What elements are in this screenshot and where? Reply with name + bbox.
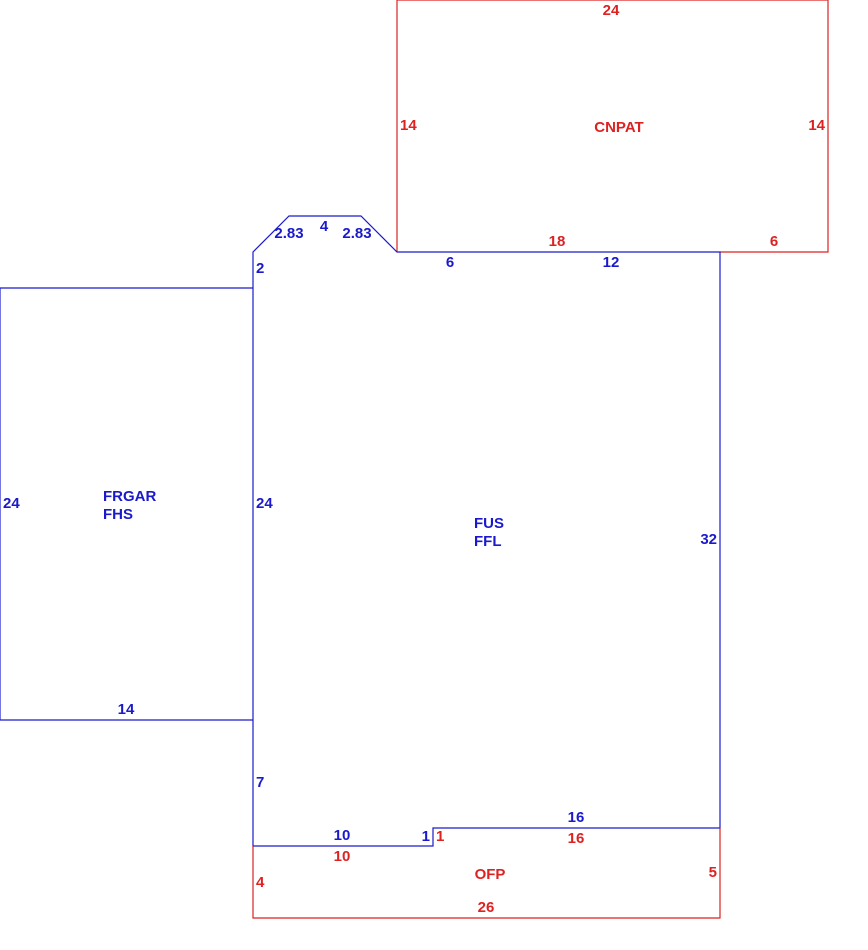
dim-main-left-upper: 2 [256, 260, 264, 277]
dim-ofp-right: 5 [709, 864, 717, 881]
main-house-outline [252, 215, 721, 847]
dim-cnpat-bottom: 18 [549, 233, 566, 250]
area-label-fhs: FHS [103, 506, 133, 523]
dim-ofp-top-right: 16 [568, 830, 585, 847]
area-label-cnpat: CNPAT [594, 119, 643, 136]
dim-main-right: 32 [700, 531, 717, 548]
dim-garage-bottom: 14 [118, 701, 135, 718]
area-label-ofp: OFP [475, 866, 506, 883]
ofp-outline [252, 828, 721, 919]
area-label-frgar: FRGAR [103, 488, 156, 505]
area-label-fus: FUS [474, 515, 504, 532]
dim-main-left-lower: 7 [256, 774, 264, 791]
dim-cnpat-bottom-right: 6 [770, 233, 778, 250]
dim-ofp-bottom: 26 [478, 899, 495, 916]
dim-cnpat-left: 14 [400, 117, 417, 134]
dim-bay-right: 2.83 [342, 225, 371, 242]
dim-garage-left: 24 [3, 495, 20, 512]
dim-main-bottom-left: 10 [334, 827, 351, 844]
dim-main-top-left: 6 [446, 254, 454, 271]
area-label-ffl: FFL [474, 533, 502, 550]
dim-main-step: 1 [422, 828, 430, 845]
dim-bay-top: 4 [320, 218, 329, 235]
dim-ofp-step: 1 [436, 828, 444, 845]
dim-cnpat-top: 24 [603, 2, 620, 19]
dim-ofp-top-left: 10 [334, 848, 351, 865]
dim-main-left: 24 [256, 495, 273, 512]
dim-cnpat-right: 14 [808, 117, 825, 134]
dim-main-top-right: 12 [603, 254, 620, 271]
garage-outline [0, 287, 253, 721]
dim-bay-left: 2.83 [274, 225, 303, 242]
dim-ofp-left: 4 [256, 874, 265, 891]
cnpat-outline [396, 0, 829, 253]
dim-main-bottom-right: 16 [568, 809, 585, 826]
